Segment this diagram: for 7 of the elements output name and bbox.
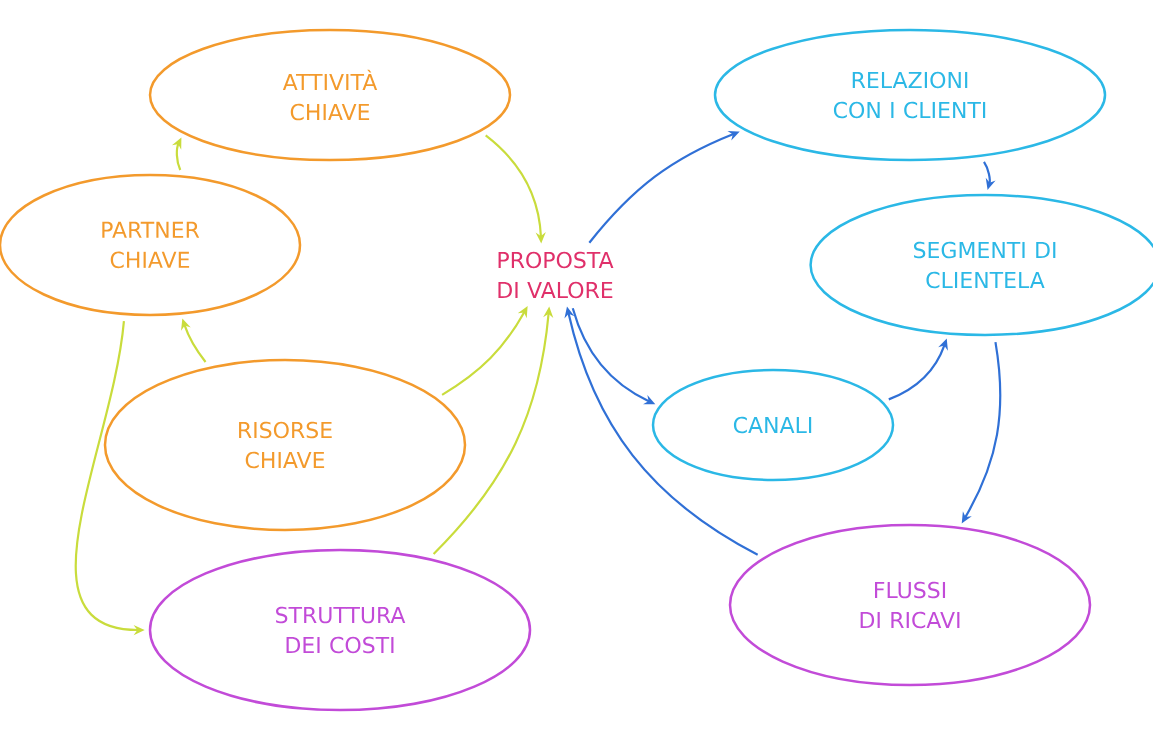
ellipse-node: FLUSSI DI RICAVI — [728, 523, 1092, 687]
ellipse-node: CANALI — [651, 368, 895, 482]
ellipse-node: RELAZIONI CON I CLIENTI — [713, 28, 1107, 162]
ellipse-node: RISORSE CHIAVE — [103, 358, 467, 532]
ellipse-node: STRUTTURA DEI COSTI — [148, 548, 532, 712]
heading-text: PROPOSTA DI VALORE — [498, 251, 614, 299]
ellipse-node: ATTIVITÀ CHIAVE — [148, 28, 512, 162]
